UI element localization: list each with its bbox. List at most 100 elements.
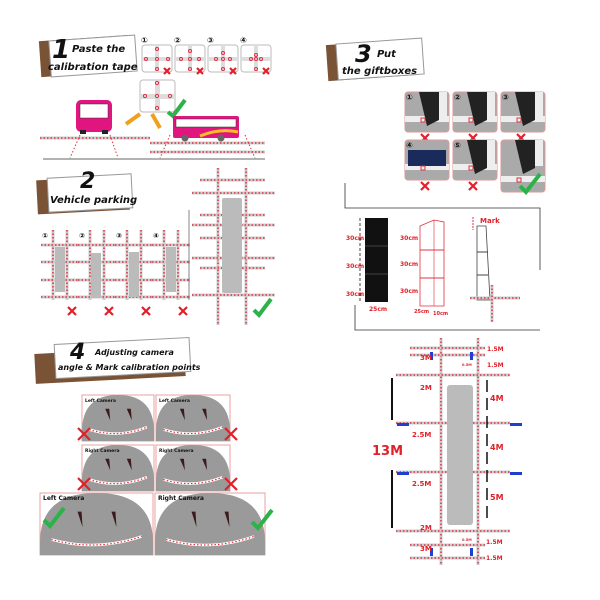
camera-label: Left Camera [43,495,84,502]
tape-mark [228,57,232,61]
vehicle [55,247,65,292]
rect [487,140,495,166]
tape-line [163,476,224,485]
distance-label: 0.5M [462,538,472,542]
giftbox-in-view [202,458,208,471]
cross-icon [420,181,430,191]
tape-line [244,134,256,159]
option-number: ① [42,232,48,240]
cross-icon [262,67,270,75]
camera-label: Right Camera [159,448,194,454]
correct-tape-thumbnail [139,79,176,113]
step4-title-line2: angle & Mark calibration points [58,363,201,372]
option-number: ① [141,36,148,45]
tape-mark [155,47,159,51]
giftbox-in-view [105,408,111,421]
tape-mark [197,57,201,61]
tape-mark [259,57,263,61]
marker-post [470,548,473,556]
cross-icon [229,67,237,75]
distance-label: 4M [490,394,504,403]
tape-mark [188,49,192,53]
marker-post [397,423,409,426]
rect [501,176,545,182]
tape-mark [166,57,170,61]
rect [241,57,271,61]
step3-banner: 3 Put the giftboxes [325,37,425,82]
tape-line [165,535,255,547]
vehicle [129,252,139,297]
bus-side-illustration [173,116,239,142]
distance-label: 1.5M [487,362,504,369]
distance-label: 2.5M [412,480,431,488]
tape-mark [179,57,183,61]
cross-icon [141,306,151,316]
step2-number: 2 [80,169,95,194]
tape-mark [188,57,192,61]
cross-icon [67,306,77,316]
vehicle [166,247,176,292]
giftbox-in-view [179,458,185,471]
cross-icon [196,67,204,75]
distance-label: 2M [420,524,432,532]
option-number: ① [406,93,413,102]
tape-mark [214,57,218,61]
vehicle [91,253,101,298]
tape-line [89,476,148,485]
dimension-label: 10cm [433,311,448,317]
tape-mark [516,177,522,183]
cross-icon [77,477,91,491]
step2-title: Vehicle parking [50,195,137,206]
camera-label: Right Camera [158,495,204,502]
tape-mark [249,57,253,61]
cross-icon [468,181,478,191]
rect [535,140,543,166]
check-icon [42,506,66,530]
giftbox-in-view [202,408,208,421]
cross-icon [224,427,238,441]
step4-banner: 4 Adjusting camera angle & Mark calibrat… [34,336,201,384]
option-number: ④ [240,36,247,45]
option-number: ⑤ [454,141,461,150]
step3-title-line2: the giftboxes [342,66,417,77]
distance-label: 3M [420,545,432,553]
dimension-label: 30cm [346,235,364,242]
tape-mark [155,57,159,61]
distance-label: 4M [490,443,504,452]
distance-label: 3M [420,354,432,362]
cross-icon [163,67,171,75]
tape-line [109,134,119,159]
tape-mark [221,67,225,71]
tape-grid-ground [40,134,265,159]
tape-mark [221,51,225,55]
distance-label: 2M [420,384,432,392]
distance-label: 1.5M [486,539,503,546]
arrow-icon [150,113,162,129]
tape-mark [516,117,522,123]
option-number: ④ [153,232,159,240]
option-number: ③ [502,93,509,102]
giftbox-stack [365,218,388,302]
dimension-label: 30cm [400,235,418,242]
rect [175,57,205,61]
step4-title-line1: Adjusting camera [94,348,174,357]
step3-number: 3 [355,40,372,68]
check-icon [166,98,187,119]
cross-icon [224,477,238,491]
tape-mark [188,67,192,71]
camera-label: Left Camera [85,398,116,404]
distance-label: 13M [372,444,403,459]
giftbox-in-view [77,511,83,528]
tape-mark [468,165,474,171]
distance-label: 0.5M [462,363,472,367]
cross-icon [104,306,114,316]
rect [439,92,447,118]
check-icon [252,297,273,319]
tape-line [69,134,81,159]
camera-image [155,493,265,555]
option-number: ② [79,232,85,240]
mark-label: Mark [480,217,500,225]
